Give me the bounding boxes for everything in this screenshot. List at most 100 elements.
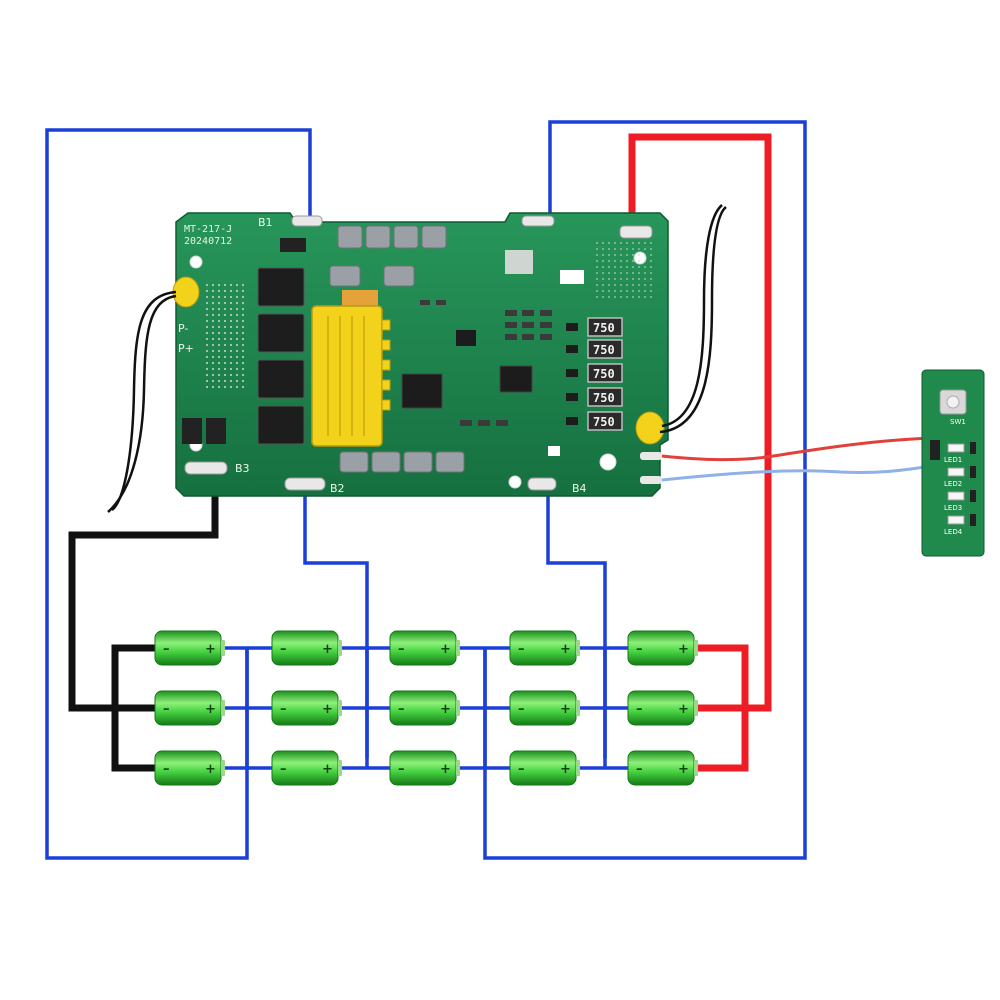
led-indicator: LED4 xyxy=(944,514,976,536)
pad-b1-label: B1 xyxy=(258,216,273,229)
mosfet-column xyxy=(257,267,305,445)
resistor-diode xyxy=(566,369,578,377)
battery-cell: –+ xyxy=(389,690,460,726)
led-cable-blue xyxy=(661,464,933,482)
connector-ribs xyxy=(327,316,365,436)
pad-b4-label: B4 xyxy=(572,482,587,495)
resistor-750: 750 xyxy=(566,387,623,407)
resistor-diode xyxy=(566,417,578,425)
neg-bus xyxy=(111,644,155,772)
bms-board: MT-217-J 20240712 B1 B3 B2 B4 xyxy=(172,212,669,497)
cell-cap xyxy=(221,640,225,656)
led-indicator: LED2 xyxy=(944,466,976,488)
cell-plus-label: + xyxy=(560,702,571,717)
cell-cap xyxy=(694,640,698,656)
cell-plus-label: + xyxy=(205,702,216,717)
shunt-resistors-top xyxy=(329,225,447,287)
pad-t1 xyxy=(640,452,662,460)
orange-block xyxy=(342,290,378,306)
cell-plus-label: + xyxy=(322,762,333,777)
main-connector xyxy=(311,305,383,447)
wire-b1 xyxy=(45,128,312,860)
cell-cap xyxy=(456,640,460,656)
pad-t2 xyxy=(640,476,662,484)
board-date-label: 20240712 xyxy=(184,236,232,247)
led-indicator: LED1 xyxy=(944,442,976,464)
pad-b-minus-label: B3 xyxy=(235,462,250,475)
wire-b-minus xyxy=(68,470,219,712)
cell-cap xyxy=(576,760,580,776)
mount-hole-b xyxy=(508,475,522,489)
thermistor-wire-left-2 xyxy=(107,294,177,513)
cell-minus-label: – xyxy=(280,702,287,717)
cell-cap xyxy=(694,760,698,776)
battery-cell: –+ xyxy=(271,690,342,726)
diode-top xyxy=(280,238,306,252)
cell-minus-label: – xyxy=(636,642,643,657)
resistor-750: 750 xyxy=(566,363,623,383)
cell-plus-label: + xyxy=(440,762,451,777)
pad-b4 xyxy=(527,477,557,491)
led-board-pcb xyxy=(921,369,985,557)
dot-grid-right xyxy=(592,240,656,300)
resistor-code-label: 750 xyxy=(593,343,615,357)
led-label: LED2 xyxy=(944,480,962,488)
cell-cap xyxy=(221,760,225,776)
led-switch-label: SW1 xyxy=(950,418,966,426)
led-cable-red xyxy=(661,436,933,462)
mount-hole-tl xyxy=(189,255,203,269)
cell-cap xyxy=(338,700,342,716)
thermistor-wires xyxy=(107,204,727,513)
pad-b2-label: B2 xyxy=(330,482,345,495)
battery-cell: –+ xyxy=(271,750,342,786)
ic-secondary xyxy=(499,365,533,393)
led-resistor xyxy=(970,490,976,502)
battery-cell: –+ xyxy=(271,630,342,666)
balance-wires xyxy=(45,120,807,860)
resistor-code-label: 750 xyxy=(593,415,615,429)
led-label: LED3 xyxy=(944,504,962,512)
test-pad-array xyxy=(205,282,245,390)
cell-minus-label: – xyxy=(163,702,170,717)
battery-cell: –+ xyxy=(627,750,698,786)
smd-components xyxy=(420,250,584,456)
pad-p-minus-label: P- xyxy=(178,322,188,335)
pad-b2 xyxy=(284,477,326,491)
cell-plus-label: + xyxy=(205,762,216,777)
resistor-body xyxy=(587,339,623,359)
cell-plus-label: + xyxy=(560,642,571,657)
board-model-label: MT-217-J xyxy=(184,224,232,235)
cell-cap xyxy=(338,760,342,776)
cell-plus-label: + xyxy=(322,702,333,717)
resistor-code-label: 750 xyxy=(593,321,615,335)
cell-minus-label: – xyxy=(636,762,643,777)
wire-b3 xyxy=(483,120,807,860)
pad-b3 xyxy=(521,215,555,227)
resistor-code-label: 750 xyxy=(593,391,615,405)
ic-small xyxy=(456,330,476,346)
led-board-chip xyxy=(930,440,940,460)
pos-bus xyxy=(695,644,749,772)
resistor-750: 750 xyxy=(566,339,623,359)
cell-minus-label: – xyxy=(280,642,287,657)
resistor-body xyxy=(587,387,623,407)
shunt-resistors-bottom xyxy=(339,451,465,473)
battery-cell: –+ xyxy=(389,630,460,666)
led-chip xyxy=(947,467,965,477)
cell-plus-label: + xyxy=(322,642,333,657)
led-switch-button[interactable] xyxy=(946,395,960,409)
cell-minus-label: – xyxy=(518,642,525,657)
thermistor-pad-right xyxy=(635,411,665,445)
resistor-diode xyxy=(566,323,578,331)
led-label: LED1 xyxy=(944,456,962,464)
cell-minus-label: – xyxy=(518,762,525,777)
led-cable xyxy=(661,436,933,482)
pad-b1 xyxy=(291,215,323,227)
positive-wires xyxy=(628,133,772,772)
led-label: LED4 xyxy=(944,528,963,536)
fuse-chip-2 xyxy=(206,418,226,444)
led-indicator: LED3 xyxy=(944,490,976,512)
cell-plus-label: + xyxy=(440,642,451,657)
thermistor-pad-left xyxy=(172,276,200,308)
